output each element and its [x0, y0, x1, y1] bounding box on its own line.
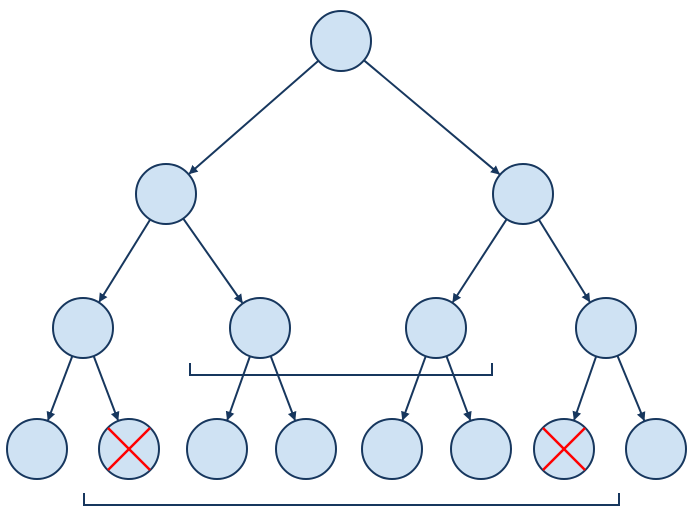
tree-node-l2-d [575, 297, 637, 359]
node-circle [310, 10, 372, 72]
node-circle [625, 418, 687, 480]
node-circle [450, 418, 512, 480]
tree-node-l3-e [361, 418, 423, 480]
tree-node-l2-b [229, 297, 291, 359]
tree-node-l3-a [6, 418, 68, 480]
edge-l2-d-to-l3-g [572, 356, 598, 421]
cross-stroke [542, 427, 586, 471]
edge-l1-a-to-l2-b [182, 217, 244, 304]
edge-l2-b-to-l3-d [269, 355, 297, 421]
tree-node-l1-a [135, 163, 197, 225]
tree-node-l3-f [450, 418, 512, 480]
edge-l2-a-to-l3-a [46, 355, 74, 421]
edge-l2-d-to-l3-h [616, 355, 646, 422]
edge-l2-c-to-l3-e [401, 355, 427, 421]
tree-node-root [310, 10, 372, 72]
node-circle [361, 418, 423, 480]
edge-root-to-l1-b [363, 59, 500, 175]
node-circle [405, 297, 467, 359]
tree-node-l3-c [186, 418, 248, 480]
node-circle [6, 418, 68, 480]
node-circle [575, 297, 637, 359]
nodes-layer [6, 10, 687, 480]
cross-mark-icon [107, 427, 151, 471]
edge-root-to-l1-a [188, 59, 320, 175]
tree-node-l2-c [405, 297, 467, 359]
node-circle [135, 163, 197, 225]
tree-node-l2-a [52, 297, 114, 359]
cross-stroke [107, 427, 151, 471]
edge-l1-a-to-l2-a [98, 218, 152, 303]
edge-l1-b-to-l2-c [452, 218, 508, 303]
level2-middle-bracket [189, 363, 493, 376]
node-circle [52, 297, 114, 359]
tree-node-l3-h [625, 418, 687, 480]
brackets-layer [83, 363, 620, 506]
node-circle [229, 297, 291, 359]
tree-node-l3-d [275, 418, 337, 480]
node-circle [492, 163, 554, 225]
tree-node-l1-b [492, 163, 554, 225]
cross-mark-icon [542, 427, 586, 471]
edge-l1-b-to-l2-d [537, 218, 591, 303]
level3-bottom-bracket [83, 493, 620, 506]
edge-l2-b-to-l3-c [225, 355, 251, 421]
edge-l2-c-to-l3-f [445, 355, 472, 421]
edges-layer [46, 59, 646, 422]
node-circle [186, 418, 248, 480]
tree-node-l3-g [533, 418, 595, 480]
edge-l2-a-to-l3-b [92, 355, 120, 421]
node-circle [275, 418, 337, 480]
tree-node-l3-b [98, 418, 160, 480]
